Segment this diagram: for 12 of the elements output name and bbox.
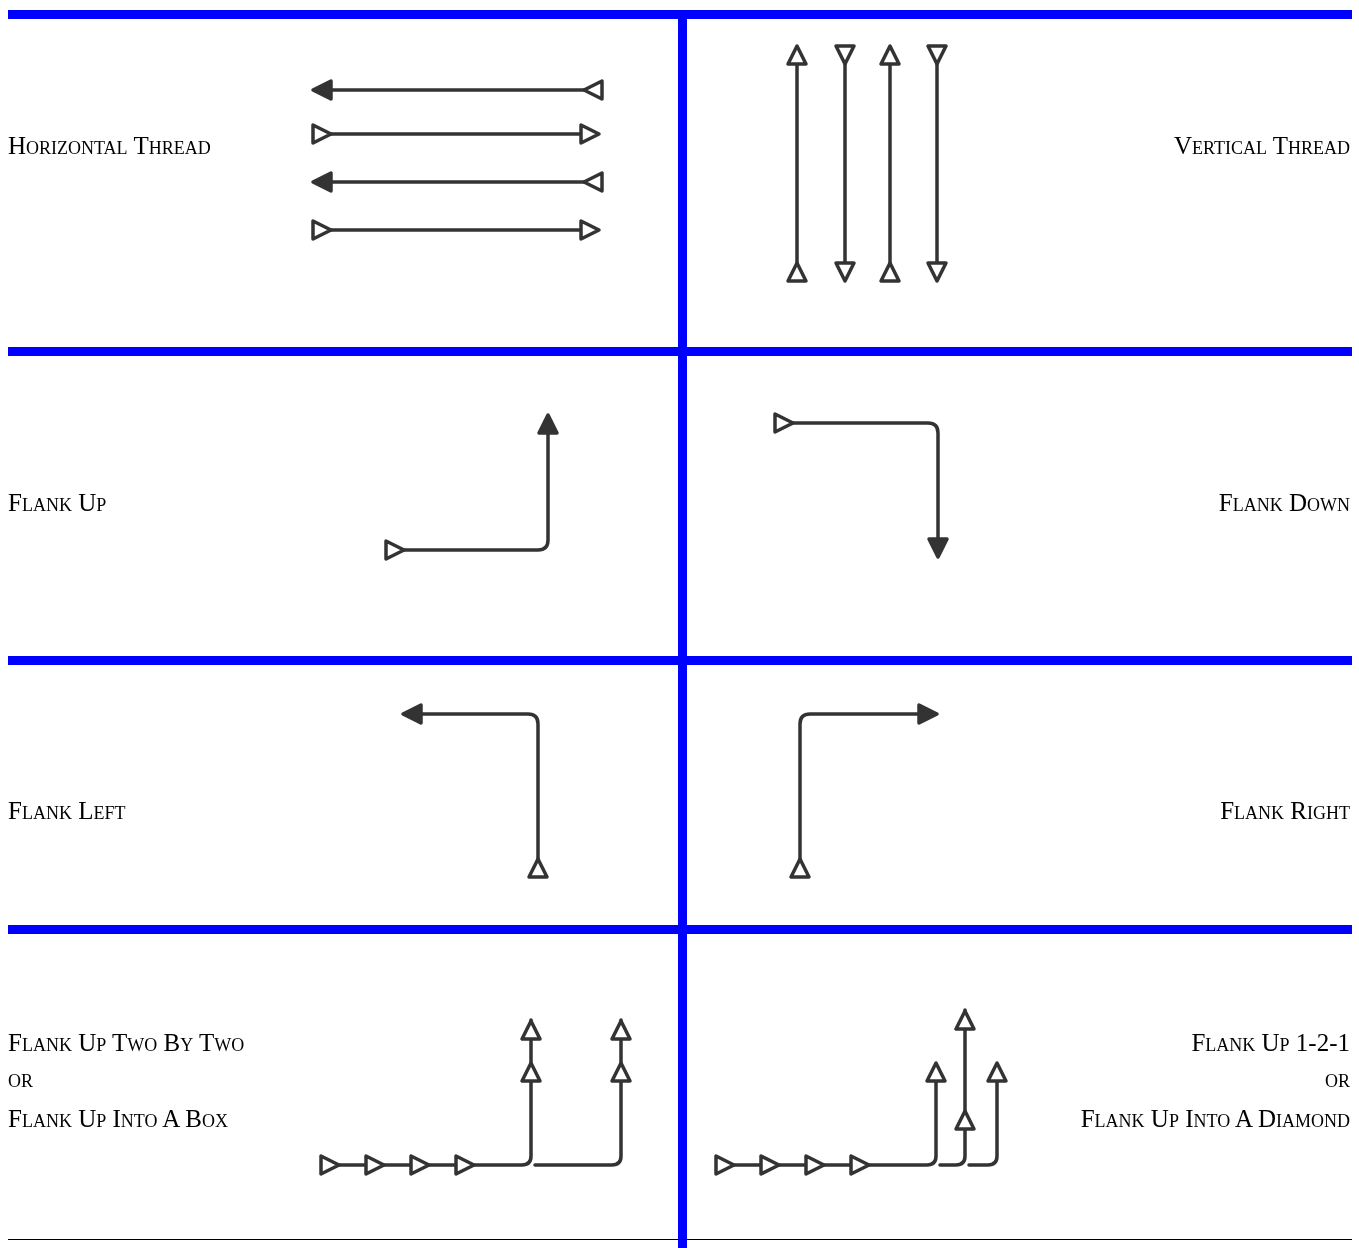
formation-label: Flank Up Two By Two xyxy=(8,1028,245,1058)
formation-label: Flank Up xyxy=(8,488,107,518)
formation-label: Flank Down xyxy=(1218,488,1350,518)
formation-label: Flank Left xyxy=(8,796,126,826)
formation-label: Flank Up Into A Diamond xyxy=(1080,1104,1350,1134)
formation-label: or xyxy=(1325,1064,1350,1094)
formation-label: Flank Up Into A Box xyxy=(8,1104,228,1134)
formation-label: Vertical Thread xyxy=(1173,131,1350,161)
formation-label: Flank Up 1-2-1 xyxy=(1191,1028,1350,1058)
formation-label: or xyxy=(8,1064,33,1094)
formation-label: Horizontal Thread xyxy=(8,131,211,161)
formation-label: Flank Right xyxy=(1220,796,1350,826)
